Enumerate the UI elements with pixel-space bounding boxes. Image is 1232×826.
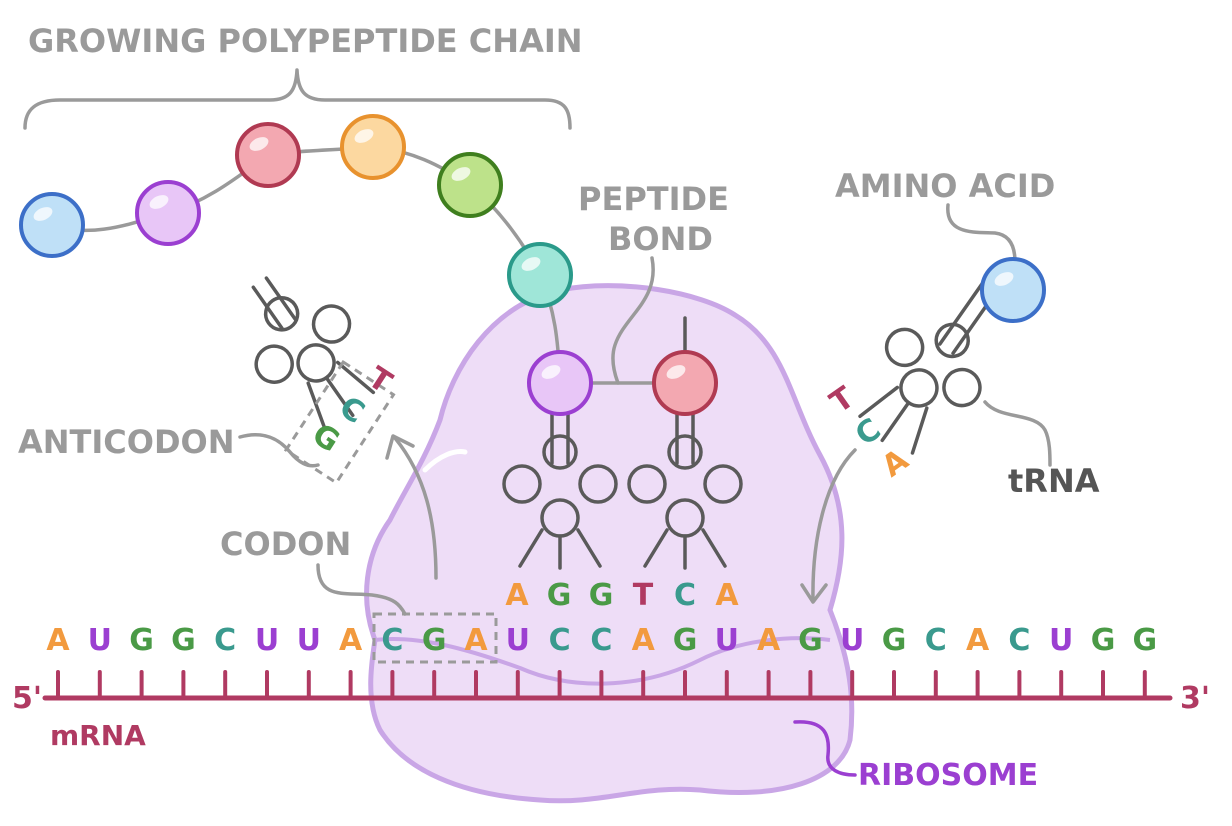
codon-pointer (316, 563, 407, 616)
ribosome-anticodon-base: G (547, 578, 572, 613)
mrna-base: U (715, 623, 739, 658)
peptide-label: PEPTIDE (578, 180, 729, 218)
codon-to-anticodon-arrow (393, 436, 438, 580)
mrna-base: G (1132, 623, 1157, 658)
a-site-trna (627, 411, 743, 570)
five-prime-label: 5' (12, 681, 42, 716)
ribosome (364, 283, 855, 804)
mrna-base: U (297, 623, 321, 658)
mrna-base: G (1091, 623, 1116, 658)
anticodon-label: ANTICODON (18, 423, 235, 461)
mrna-base: U (506, 623, 530, 658)
codon-box (372, 612, 498, 664)
purple-amino-acid-2 (527, 350, 593, 416)
mrna-base: G (673, 623, 698, 658)
bond-label: BOND (608, 220, 713, 258)
codon-label: CODON (220, 525, 351, 563)
ribosome-label: RIBOSOME (858, 758, 1038, 793)
mrna-base: U (88, 623, 112, 658)
blue-amino-acid (19, 192, 85, 258)
right-anticodon-base: C (849, 412, 887, 453)
peptide-bond-pointer (611, 256, 655, 385)
mrna-base: G (129, 623, 154, 658)
chain-label: GROWING POLYPEPTIDE CHAIN (28, 22, 583, 60)
ribosome-anticodon-base: A (505, 578, 529, 613)
right-anticodon-base: A (876, 442, 916, 484)
p-site-trna (502, 411, 618, 570)
three-prime-label: 3' (1180, 681, 1210, 716)
mrna-base: A (46, 623, 70, 658)
amino-acid-pointer (946, 203, 1017, 264)
mrna-base: A (339, 623, 363, 658)
chain-brace (23, 68, 572, 130)
mrna-base: C (1008, 623, 1030, 658)
anticodon-pointer (238, 432, 320, 468)
mrna-base: A (966, 623, 990, 658)
orange-amino-acid (340, 114, 406, 180)
anticodon-box (283, 359, 396, 485)
green-amino-acid (437, 152, 503, 218)
ribosome-anticodon-base: A (715, 578, 739, 613)
ribosome-pointer (793, 720, 857, 777)
mrna-base: U (1049, 623, 1073, 658)
mrna-ticks (56, 670, 1147, 700)
trna-pointer (983, 400, 1052, 467)
red-amino-acid-2 (652, 350, 718, 416)
mrna-label: mRNA (50, 719, 146, 752)
left-anticodon-base: G (306, 417, 346, 460)
purple-amino-acid (135, 180, 201, 246)
exiting-trna (251, 276, 376, 429)
mrna-base: A (757, 623, 781, 658)
arrowhead-up (385, 434, 415, 460)
mrna-base: A (464, 623, 488, 658)
ribosome-highlight (422, 449, 468, 473)
red-amino-acid (235, 122, 301, 188)
teal-amino-acid (507, 242, 573, 308)
mrna-base: C (381, 623, 403, 658)
right-anticodon-base: T (824, 380, 861, 421)
amino-acid-label: AMINO ACID (835, 167, 1055, 205)
mrna-base: C (590, 623, 612, 658)
mrna-base: U (840, 623, 864, 658)
mrna-base: C (214, 623, 236, 658)
ribosome-anticodon-base: T (633, 578, 654, 613)
mrna-base: U (255, 623, 279, 658)
trna-label: tRNA (1008, 462, 1100, 500)
mrna-base: C (925, 623, 947, 658)
mrna-base: G (798, 623, 823, 658)
arrowhead-down (800, 583, 828, 604)
mrna-base: A (632, 623, 656, 658)
mrna-base: C (549, 623, 571, 658)
mrna-base: G (171, 623, 196, 658)
incoming-blue-amino-acid (980, 257, 1046, 323)
ribosome-anticodon-base: C (674, 578, 696, 613)
mrna-base: G (422, 623, 447, 658)
mrna-base: G (882, 623, 907, 658)
ribosome-anticodon-base: G (589, 578, 614, 613)
incoming-trna-arrow (811, 448, 857, 602)
amino-acids (19, 114, 1046, 416)
